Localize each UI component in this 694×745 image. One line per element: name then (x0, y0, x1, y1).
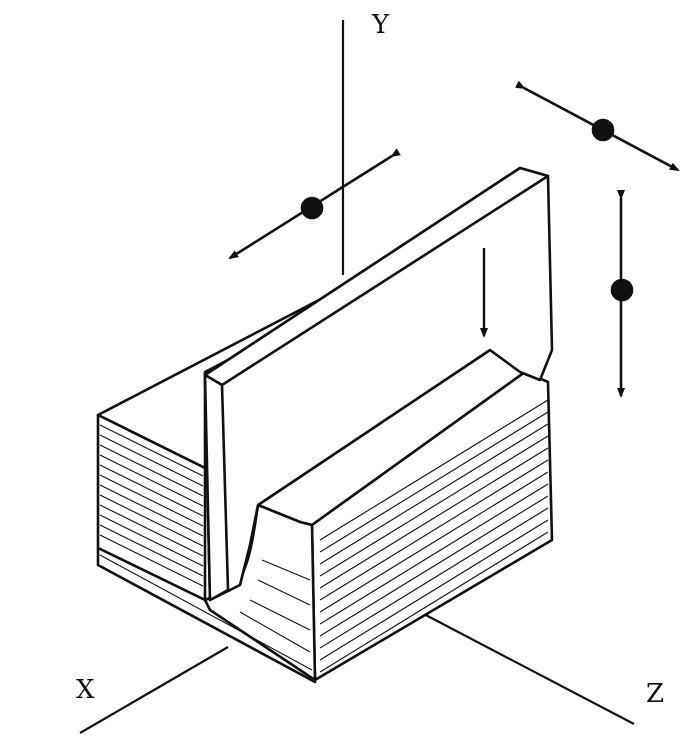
pivot-dot-vertical (610, 278, 634, 302)
y-axis-label: Y (372, 10, 390, 40)
motion-indicator-vertical (610, 190, 634, 398)
workpiece-block (96, 286, 554, 684)
motion-indicator-left (228, 148, 401, 260)
hatching (99, 399, 549, 673)
z-axis-label: Z (646, 679, 665, 709)
cutting-tool (203, 166, 554, 602)
pivot-dot-left (300, 196, 324, 220)
x-axis-line (79, 646, 229, 734)
pivot-dot-top-right (591, 118, 615, 142)
tool-left-edge (203, 373, 230, 602)
motion-indicator-top-right (515, 80, 680, 172)
z-axis-line (419, 611, 635, 725)
x-axis-label: X (76, 675, 95, 705)
